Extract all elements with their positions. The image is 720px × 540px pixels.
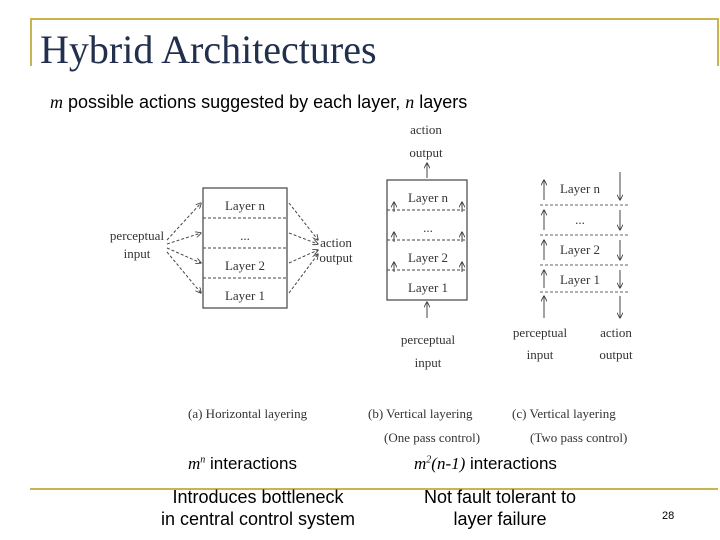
b-layer-label: Layer 2: [408, 250, 448, 265]
interactions-m: m: [414, 454, 427, 473]
b-layer-label: Layer n: [408, 190, 449, 205]
h-layer-label: Layer 2: [225, 258, 265, 273]
output-arrow: [288, 202, 318, 240]
interactions-paren: (n-1): [431, 454, 466, 473]
input-arrow: [166, 203, 201, 241]
c-layer-label: ...: [575, 212, 585, 227]
output-arrow: [288, 250, 318, 264]
caption-c: (Two pass control): [530, 430, 627, 445]
interactions-m: m: [188, 454, 201, 473]
slide-subtitle: m possible actions suggested by each lay…: [50, 92, 467, 113]
output-arrow: [288, 254, 318, 294]
b-input-label: input: [415, 355, 442, 370]
interactions-label: interactions: [205, 454, 297, 473]
input-arrow: [166, 233, 201, 245]
vertical-interactions: m2(n-1) interactions: [414, 454, 557, 474]
subtitle-end: layers: [414, 92, 468, 112]
h-layer-label: Layer n: [225, 198, 266, 213]
interactions-label: interactions: [465, 454, 557, 473]
b-output-label: output: [409, 145, 443, 160]
c-output-label: action: [600, 325, 632, 340]
frame-left-rule: [30, 18, 32, 66]
h-layer-label: Layer 1: [225, 288, 265, 303]
slide-title: Hybrid Architectures: [40, 27, 377, 72]
c-layer-label: Layer 1: [560, 272, 600, 287]
note-fault-tolerance: Not fault tolerant to layer failure: [400, 486, 600, 530]
input-arrow: [166, 251, 201, 293]
caption-b: (One pass control): [384, 430, 480, 445]
frame-right-rule: [717, 18, 719, 66]
horizontal-layering: Layer n ... Layer 2 Layer 1 perceptual i…: [110, 187, 353, 309]
page-number: 28: [662, 510, 675, 522]
vertical-two-pass-layering: Layer n ... Layer 2 Layer 1 perceptual i…: [513, 172, 633, 362]
subtitle-mid: possible actions suggested by each layer…: [63, 92, 406, 112]
interactions-sup: 2: [426, 454, 432, 466]
c-input-label: input: [527, 347, 554, 362]
vertical-one-pass-layering: action output Layer n ... Layer 2 Layer …: [386, 122, 468, 370]
h-input-label: input: [124, 246, 151, 261]
c-layer-label: Layer 2: [560, 242, 600, 257]
frame-top-rule: [30, 18, 718, 20]
h-output-label: output: [319, 250, 353, 265]
input-arrow: [166, 247, 201, 263]
c-output-label: output: [599, 347, 633, 362]
b-layer-label: ...: [423, 220, 433, 235]
c-layer-label: Layer n: [560, 181, 601, 196]
note-line: Not fault tolerant to: [423, 487, 577, 507]
note-bottleneck: Introduces bottleneck in central control…: [140, 486, 376, 530]
caption-a: (a) Horizontal layering: [188, 406, 308, 421]
b-input-label: perceptual: [401, 332, 456, 347]
note-line: layer failure: [453, 509, 547, 529]
b-layer-label: Layer 1: [408, 280, 448, 295]
caption-c: (c) Vertical layering: [512, 406, 616, 421]
c-input-label: perceptual: [513, 325, 568, 340]
h-output-label: action: [320, 235, 352, 250]
frame-bottom-rule: [30, 488, 718, 490]
h-input-label: perceptual: [110, 228, 165, 243]
h-layer-label: ...: [240, 228, 250, 243]
interactions-sup: n: [200, 454, 206, 466]
subtitle-m: m: [50, 92, 63, 112]
b-output-label: action: [410, 122, 442, 137]
note-line: Introduces bottleneck: [172, 487, 344, 507]
output-arrow: [288, 232, 318, 244]
subtitle-n: n: [405, 92, 415, 112]
caption-b: (b) Vertical layering: [368, 406, 473, 421]
note-line: in central control system: [160, 509, 356, 529]
horizontal-interactions: mn interactions: [188, 454, 297, 474]
